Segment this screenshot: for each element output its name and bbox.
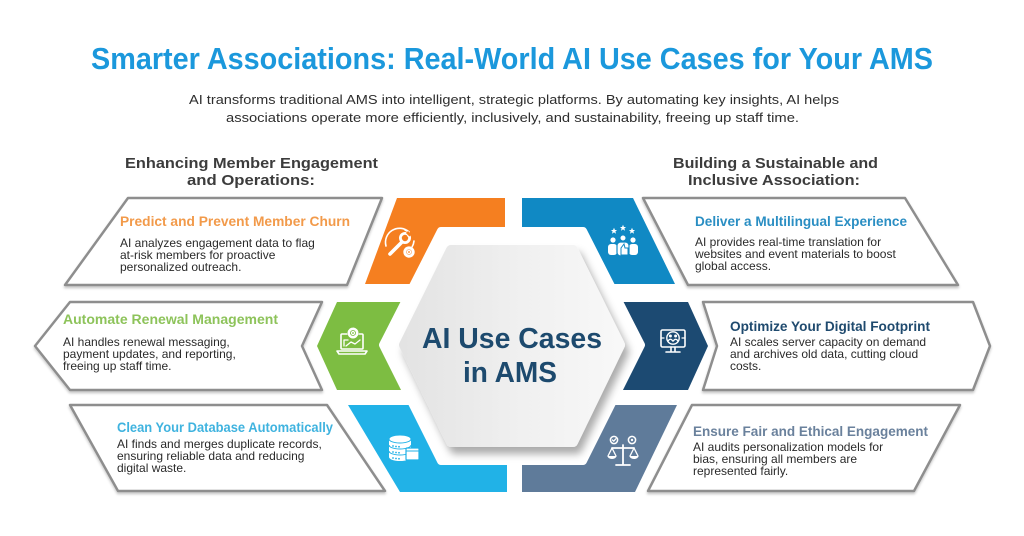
card-description-line: AI handles renewal messaging, <box>63 335 230 349</box>
section-heading-left: Enhancing Member Engagement and Operatio… <box>125 155 378 189</box>
card-predict-churn: Predict and Prevent Member Churn AI anal… <box>63 196 384 287</box>
card-description-line: AI analyzes engagement data to flag <box>120 236 315 250</box>
section-heading-left-line-2: and Operations: <box>187 172 315 189</box>
card-fair-ethical: Ensure Fair and Ethical Engagement AI au… <box>646 403 962 493</box>
card-outline <box>63 196 384 287</box>
section-heading-left-line-1: Enhancing Member Engagement <box>125 155 378 172</box>
card-title: Predict and Prevent Member Churn <box>120 214 350 229</box>
subtitle-line-2: associations operate more efficiently, i… <box>226 111 799 125</box>
card-outline <box>646 403 962 493</box>
card-description-line: at-risk members for proactive <box>120 248 276 262</box>
card-description-line: websites and event materials to boost <box>694 247 896 261</box>
card-outline <box>701 300 992 392</box>
card-automate-renewal: Automate Renewal Management AI handles r… <box>33 300 324 392</box>
page-title: Smarter Associations: Real-World AI Use … <box>91 41 933 76</box>
card-description-line: global access. <box>695 259 771 273</box>
card-outline <box>68 403 387 493</box>
card-title: Ensure Fair and Ethical Engagement <box>693 424 928 439</box>
card-description-line: costs. <box>730 359 761 373</box>
card-description-line: represented fairly. <box>693 464 788 478</box>
card-title: Clean Your Database Automatically <box>117 420 333 435</box>
card-title: Automate Renewal Management <box>63 312 279 327</box>
card-description-line: AI scales server capacity on demand <box>730 335 926 349</box>
team-stars-icon <box>608 224 638 257</box>
card-description-line: personalized outreach. <box>120 260 241 274</box>
wrench-gear-icon <box>384 227 415 258</box>
card-description-line: and archives old data, cutting cloud <box>730 347 918 361</box>
card-outline <box>641 196 960 287</box>
card-digital-footprint: Optimize Your Digital Footprint AI scale… <box>701 300 992 392</box>
card-title: Deliver a Multilingual Experience <box>695 214 907 229</box>
card-description-line: bias, ensuring all members are <box>693 452 857 466</box>
center-hexagon <box>399 245 625 447</box>
database-icon <box>388 434 420 461</box>
card-description-line: AI provides real-time translation for <box>695 235 881 249</box>
card-multilingual: Deliver a Multilingual Experience AI pro… <box>641 196 960 287</box>
card-description-line: ensuring reliable data and reducing <box>117 449 304 463</box>
subtitle-line-1: AI transforms traditional AMS into intel… <box>189 93 839 107</box>
section-heading-right-line-1: Building a Sustainable and <box>673 155 878 172</box>
card-description-line: payment updates, and reporting, <box>63 347 236 361</box>
card-clean-database: Clean Your Database Automatically AI fin… <box>68 403 387 493</box>
scales-icon <box>607 435 639 466</box>
card-description-line: digital waste. <box>117 461 186 475</box>
section-heading-right-line-2: Inclusive Association: <box>688 172 860 189</box>
card-title: Optimize Your Digital Footprint <box>730 319 931 334</box>
center-title-line-2: in AMS <box>463 357 557 389</box>
laptop-gear-icon <box>336 327 368 355</box>
card-outline <box>33 300 324 392</box>
center-title-line-1: AI Use Cases <box>422 323 602 355</box>
card-description-line: freeing up staff time. <box>63 359 172 373</box>
section-heading-right: Building a Sustainable and Inclusive Ass… <box>673 155 878 189</box>
card-description-line: AI audits personalization models for <box>693 440 883 454</box>
monitor-globe-icon <box>660 329 686 353</box>
card-description-line: AI finds and merges duplicate records, <box>117 437 322 451</box>
